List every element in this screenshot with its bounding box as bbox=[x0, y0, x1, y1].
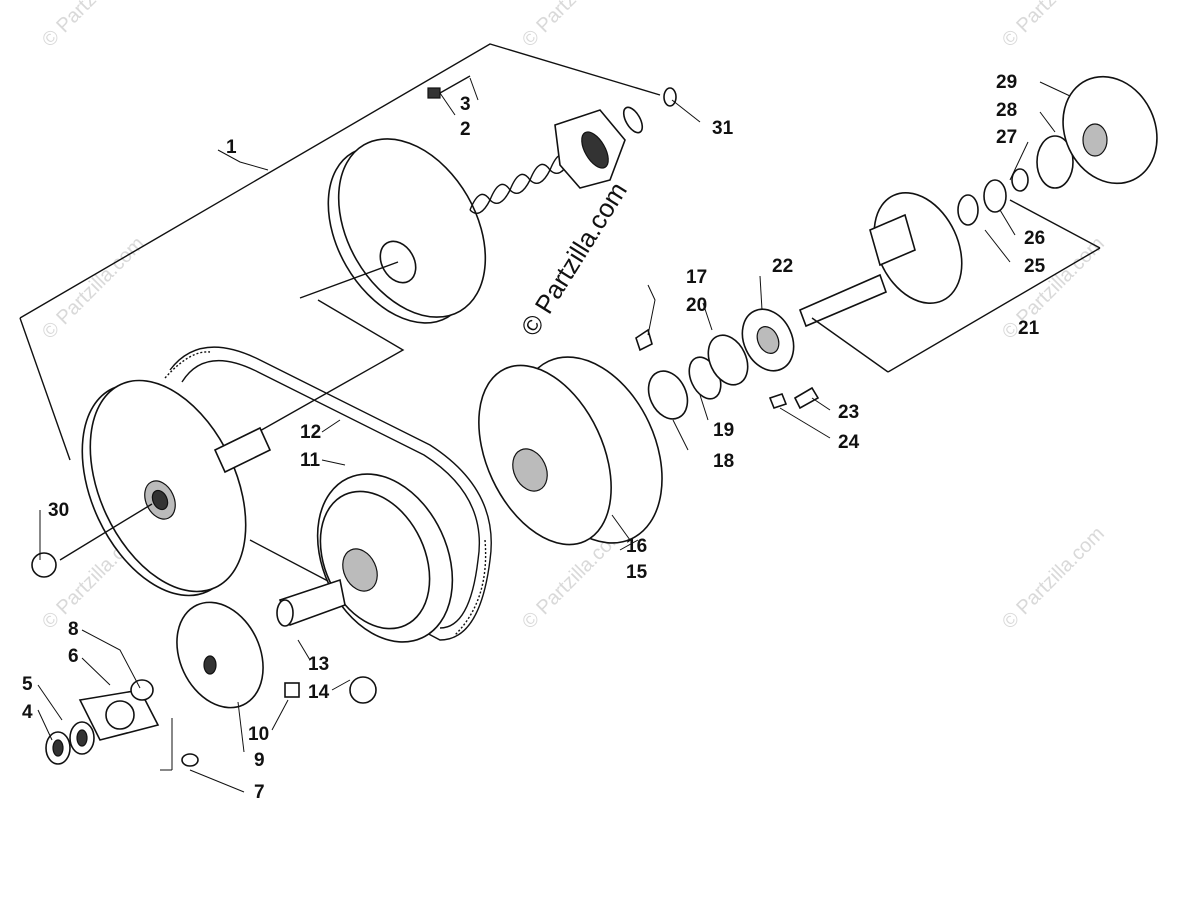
driven-clutch bbox=[276, 473, 454, 643]
watermark-tile: © Partzilla.com bbox=[38, 233, 149, 344]
bracket-1-inner bbox=[257, 299, 405, 433]
output-shaft bbox=[798, 191, 1101, 373]
callout-21[interactable]: 21 bbox=[1018, 318, 1040, 339]
callout-12[interactable]: 12 bbox=[300, 422, 321, 443]
callout-30[interactable]: 30 bbox=[48, 500, 69, 521]
callout-10[interactable]: 10 bbox=[248, 724, 269, 745]
callout-24[interactable]: 24 bbox=[838, 432, 860, 453]
bearing-set bbox=[31, 552, 377, 771]
watermark-tile: © Partzilla.com bbox=[998, 523, 1109, 634]
callout-3[interactable]: 3 bbox=[460, 94, 471, 115]
callout-4[interactable]: 4 bbox=[22, 702, 33, 723]
callout-9[interactable]: 9 bbox=[254, 750, 265, 771]
callout-8[interactable]: 8 bbox=[68, 619, 79, 640]
watermark-tile: © Partzilla.com bbox=[518, 0, 629, 52]
callout-26[interactable]: 26 bbox=[1024, 228, 1045, 249]
spider-cover bbox=[554, 87, 677, 189]
callout-31[interactable]: 31 bbox=[712, 118, 734, 139]
bracket-1 bbox=[19, 43, 661, 461]
clutch-drum bbox=[478, 356, 663, 546]
shaft-sleeve bbox=[213, 426, 272, 474]
callout-25[interactable]: 25 bbox=[1024, 256, 1046, 277]
watermark-tile: © Partzilla.com bbox=[998, 233, 1109, 344]
callout-28[interactable]: 28 bbox=[996, 100, 1017, 121]
callout-23[interactable]: 23 bbox=[838, 402, 859, 423]
callout-11[interactable]: 11 bbox=[300, 450, 321, 471]
callout-19[interactable]: 19 bbox=[713, 420, 734, 441]
callout-18[interactable]: 18 bbox=[713, 451, 734, 472]
fixed-sheave bbox=[59, 379, 247, 597]
watermark-tile: © Partzilla.com bbox=[38, 0, 149, 52]
callout-6[interactable]: 6 bbox=[68, 646, 79, 667]
callout-17[interactable]: 17 bbox=[686, 267, 707, 288]
bearing-stack bbox=[635, 308, 795, 420]
callout-16[interactable]: 16 bbox=[626, 536, 647, 557]
callout-20[interactable]: 20 bbox=[686, 295, 707, 316]
watermark-tile: © Partzilla.com bbox=[998, 0, 1109, 52]
callout-labels: 1 2 3 4 5 6 7 8 9 10 11 12 13 14 15 16 1… bbox=[22, 72, 1046, 803]
callout-2[interactable]: 2 bbox=[460, 119, 471, 140]
callout-13[interactable]: 13 bbox=[308, 654, 329, 675]
leader-lines bbox=[37, 77, 1071, 793]
callout-15[interactable]: 15 bbox=[626, 562, 648, 583]
callout-1[interactable]: 1 bbox=[226, 137, 237, 158]
callout-27[interactable]: 27 bbox=[996, 127, 1017, 148]
callout-14[interactable]: 14 bbox=[308, 682, 330, 703]
callout-29[interactable]: 29 bbox=[996, 72, 1017, 93]
callout-7[interactable]: 7 bbox=[254, 782, 265, 803]
rear-clutch-assembly bbox=[768, 75, 1158, 410]
drive-belt bbox=[164, 346, 492, 641]
callout-22[interactable]: 22 bbox=[772, 256, 793, 277]
center-watermark: © Partzilla.com bbox=[515, 177, 633, 341]
helix-cam bbox=[176, 601, 264, 709]
weight-clip bbox=[427, 87, 441, 99]
callout-5[interactable]: 5 bbox=[22, 674, 33, 695]
movable-sheave bbox=[299, 138, 487, 324]
